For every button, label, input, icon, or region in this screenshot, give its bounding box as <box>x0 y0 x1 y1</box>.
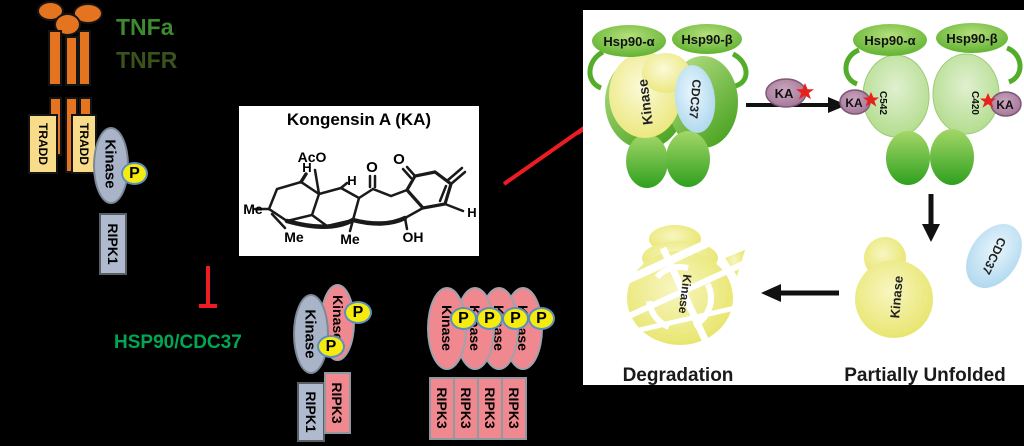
ripk3-label: RIPK3 <box>458 387 474 429</box>
tradd-box <box>28 114 58 174</box>
tnfr-stalk <box>48 30 62 86</box>
kinase-label: Kinase <box>887 275 906 319</box>
phospho-badge: P <box>502 307 529 330</box>
phospho-badge: P <box>317 335 345 358</box>
mechanism-graphic: Kinase CDC37 Hsp90-α Hsp90-β KA <box>587 23 1023 386</box>
phospho-badge: P <box>344 301 372 324</box>
ka-star-icon <box>979 92 997 108</box>
hsp90-alpha-label: Hsp90-α <box>603 34 654 49</box>
ka-arrow: KA <box>746 78 847 113</box>
inhibit-tbar-line <box>206 266 210 306</box>
partially-unfolded-caption: Partially Unfolded <box>844 365 1006 385</box>
phospho-badge: P <box>528 307 555 330</box>
tnfr-stalk <box>78 30 91 86</box>
phospho-label: P <box>510 309 521 327</box>
tradd-label: TRADD <box>36 123 50 165</box>
ripk1-label: RIPK1 <box>105 223 121 265</box>
atom-aco: AcO <box>298 149 327 165</box>
atom-me-1: Me <box>243 201 263 217</box>
released-cdc37: CDC37 <box>966 224 1022 288</box>
ripk3-box <box>501 377 527 440</box>
down-arrow <box>922 194 940 242</box>
phospho-label: P <box>484 309 495 327</box>
atom-h-left: H <box>302 160 311 175</box>
ripk1-box <box>99 213 127 275</box>
kinase-label: Kinase <box>301 309 319 359</box>
atom-me-2: Me <box>284 229 304 245</box>
hsp90-beta-oval <box>936 23 1008 53</box>
atom-me-3: Me <box>340 231 360 247</box>
ka-star-icon <box>862 91 880 107</box>
atom-h-mid: H <box>347 173 356 188</box>
atom-oh: OH <box>403 229 424 245</box>
hsp90-beta-label: Hsp90-β <box>681 32 732 47</box>
ripk1-label: RIPK1 <box>303 391 319 433</box>
atom-h-right: H <box>467 205 476 220</box>
phospho-label: P <box>325 337 337 355</box>
kongensin-box: Kongensin A (KA) AcO <box>236 103 482 259</box>
phospho-label: P <box>129 164 140 182</box>
kinase-label: Kinase <box>676 274 695 315</box>
ripk3-label: RIPK3 <box>434 387 450 429</box>
ripk3-label: RIPK3 <box>506 387 522 429</box>
hsp90-alpha-oval <box>592 25 666 57</box>
atom-o-left: O <box>366 159 378 176</box>
ka-label: KA <box>845 96 863 110</box>
degradation-caption: Degradation <box>623 365 734 385</box>
cdc37-blob <box>674 65 716 133</box>
hsp90-cdc37-label: HSP90/CDC37 <box>114 332 242 353</box>
ka-star-icon <box>796 83 814 100</box>
inhibit-tbar-cap <box>199 304 217 308</box>
cdc37-label: CDC37 <box>686 79 703 120</box>
degraded-kinase: Kinase <box>621 222 747 346</box>
hsp90-alpha-oval <box>853 24 927 56</box>
atom-o-right: O <box>393 151 405 168</box>
phospho-badge: P <box>121 162 148 185</box>
tnfr-stalk <box>65 36 78 86</box>
kongensin-structure: AcO H O O H Me Me Me OH H <box>243 149 476 247</box>
tnfr-label: TNFR <box>116 47 178 73</box>
ka-label: KA <box>996 98 1014 112</box>
ka-label: KA <box>775 86 794 101</box>
inhibit-diagonal-line <box>502 126 586 186</box>
ripk1-kinase-ellipse <box>293 294 329 374</box>
hsp90-beta-label: Hsp90-β <box>946 31 997 46</box>
unfolded-kinase: Kinase <box>855 237 933 338</box>
ripk3-label: RIPK3 <box>482 387 498 429</box>
tradd-label: TRADD <box>77 123 91 165</box>
phospho-badge: P <box>476 307 503 330</box>
phospho-label: P <box>536 309 547 327</box>
ripk3-box <box>324 372 351 434</box>
binding-site-c542: C542 <box>877 91 888 115</box>
ka-bound-complex: Hsp90-α Hsp90-β KA C542 KA C420 <box>839 23 1023 185</box>
kinase-label: Kinase <box>101 139 119 189</box>
tnfa-label: TNFa <box>116 14 174 40</box>
binding-site-c420: C420 <box>969 91 980 115</box>
kongensin-title: Kongensin A (KA) <box>286 110 432 129</box>
phospho-label: P <box>352 303 364 321</box>
hsp90-beta-oval <box>672 24 742 54</box>
ripk3-label: RIPK3 <box>329 382 345 424</box>
mechanism-panel: Kinase CDC37 Hsp90-α Hsp90-β KA <box>583 10 1024 386</box>
closed-complex: Kinase CDC37 Hsp90-α Hsp90-β <box>587 24 749 188</box>
hsp90-alpha-label: Hsp90-α <box>864 33 915 48</box>
kinase-label: Kinase <box>634 78 656 126</box>
left-arrow <box>761 284 839 302</box>
phospho-label: P <box>458 309 469 327</box>
phospho-badge: P <box>450 307 477 330</box>
